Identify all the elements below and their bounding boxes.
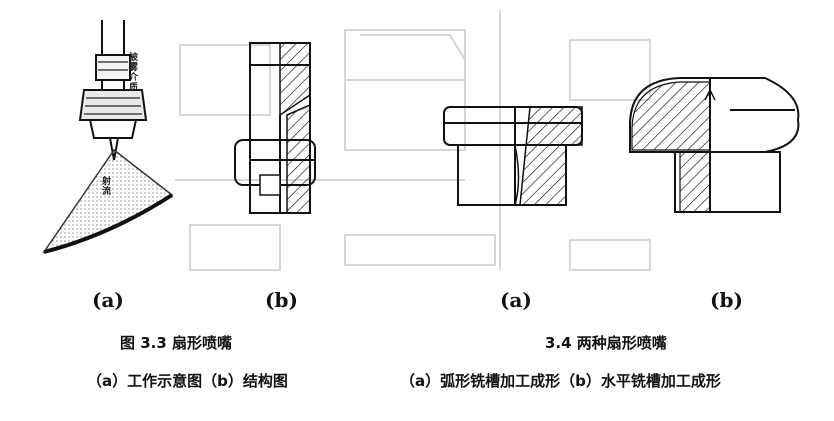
figure-3-4-label-a: (a) <box>500 288 532 312</box>
figure-3-3-label-b: (b) <box>265 288 298 312</box>
figure-3-4-label-b: (b) <box>710 288 743 312</box>
figure-3-4-subtitle: （a）弧形铣槽加工成形（b）水平铣槽加工成形 <box>400 372 721 390</box>
arc-milled-nozzle-drawing <box>443 106 583 206</box>
figure-3-3-label-a: (a) <box>92 288 124 312</box>
fan-nozzle-structure-drawing <box>234 42 316 214</box>
figure-3-3-title: 图 3.3 扇形喷嘴 <box>120 334 233 352</box>
fan-nozzle-working-diagram <box>42 20 174 254</box>
jet-annotation: 射流 <box>100 176 110 196</box>
figure-3-4-title: 3.4 两种扇形喷嘴 <box>545 334 667 352</box>
horizontal-milled-nozzle-drawing <box>629 77 800 213</box>
medium-annotation: 被雾介质 <box>127 52 137 92</box>
figure-3-3-subtitle: （a）工作示意图（b）结构图 <box>87 372 288 390</box>
